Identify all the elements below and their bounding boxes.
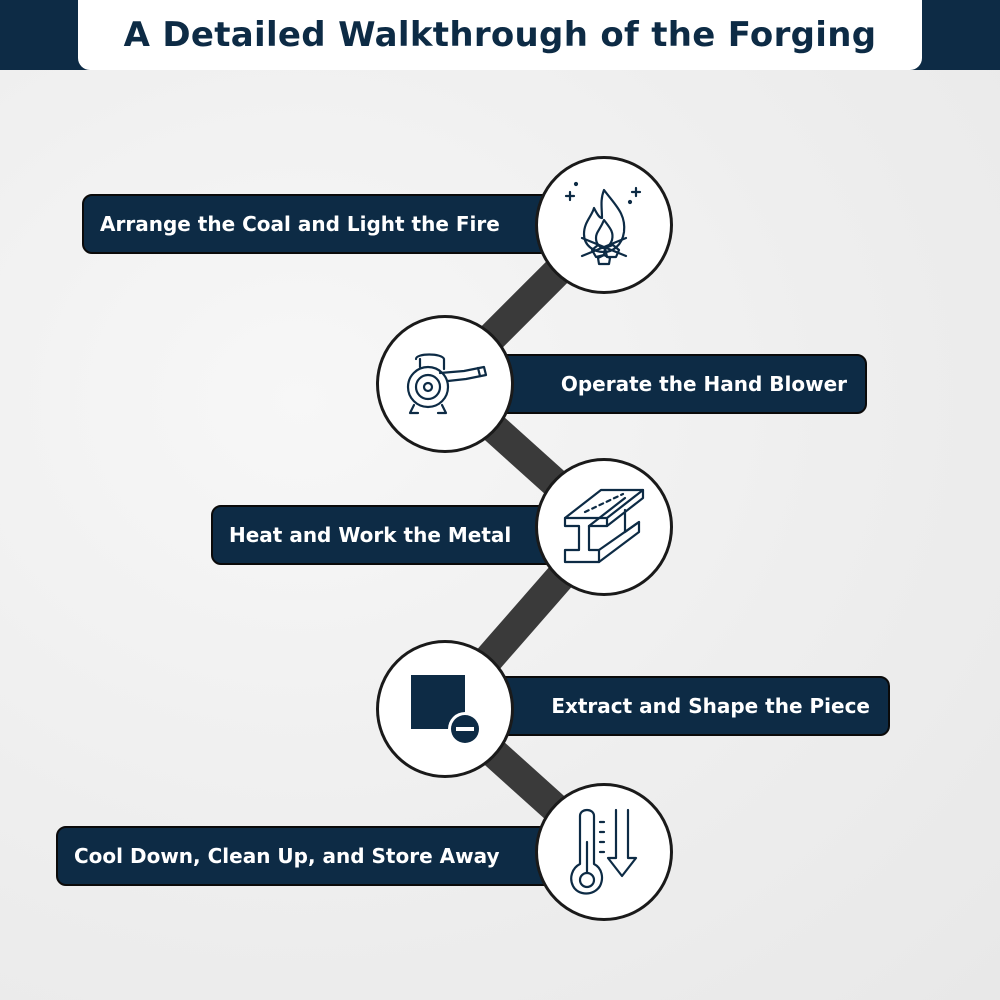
- step-5-circle: [535, 783, 673, 921]
- step-4-circle: [376, 640, 514, 778]
- step-2-text: Operate the Hand Blower: [560, 372, 847, 396]
- step-3-label: Heat and Work the Metal: [211, 505, 562, 565]
- step-2-circle: [376, 315, 514, 453]
- thermometer-down-icon: [570, 808, 638, 895]
- step-1-label: Arrange the Coal and Light the Fire: [82, 194, 562, 254]
- step-4-text: Extract and Shape the Piece: [551, 694, 870, 718]
- step-5-text: Cool Down, Clean Up, and Store Away: [74, 844, 500, 868]
- step-3-circle: [535, 458, 673, 596]
- step-4-label: Extract and Shape the Piece: [485, 676, 890, 736]
- title-banner: A Detailed Walkthrough of the Forging: [78, 0, 922, 70]
- step-3-text: Heat and Work the Metal: [229, 523, 512, 547]
- steel-beam-icon: [563, 488, 645, 564]
- step-5-label: Cool Down, Clean Up, and Store Away: [56, 826, 562, 886]
- page-title: A Detailed Walkthrough of the Forging: [123, 15, 877, 55]
- campfire-icon: [564, 181, 642, 266]
- step-1-text: Arrange the Coal and Light the Fire: [100, 212, 500, 236]
- step-2-label: Operate the Hand Blower: [485, 354, 867, 414]
- square-minus-icon: [411, 675, 482, 746]
- leaf-blower-icon: [406, 353, 488, 415]
- step-1-circle: [535, 156, 673, 294]
